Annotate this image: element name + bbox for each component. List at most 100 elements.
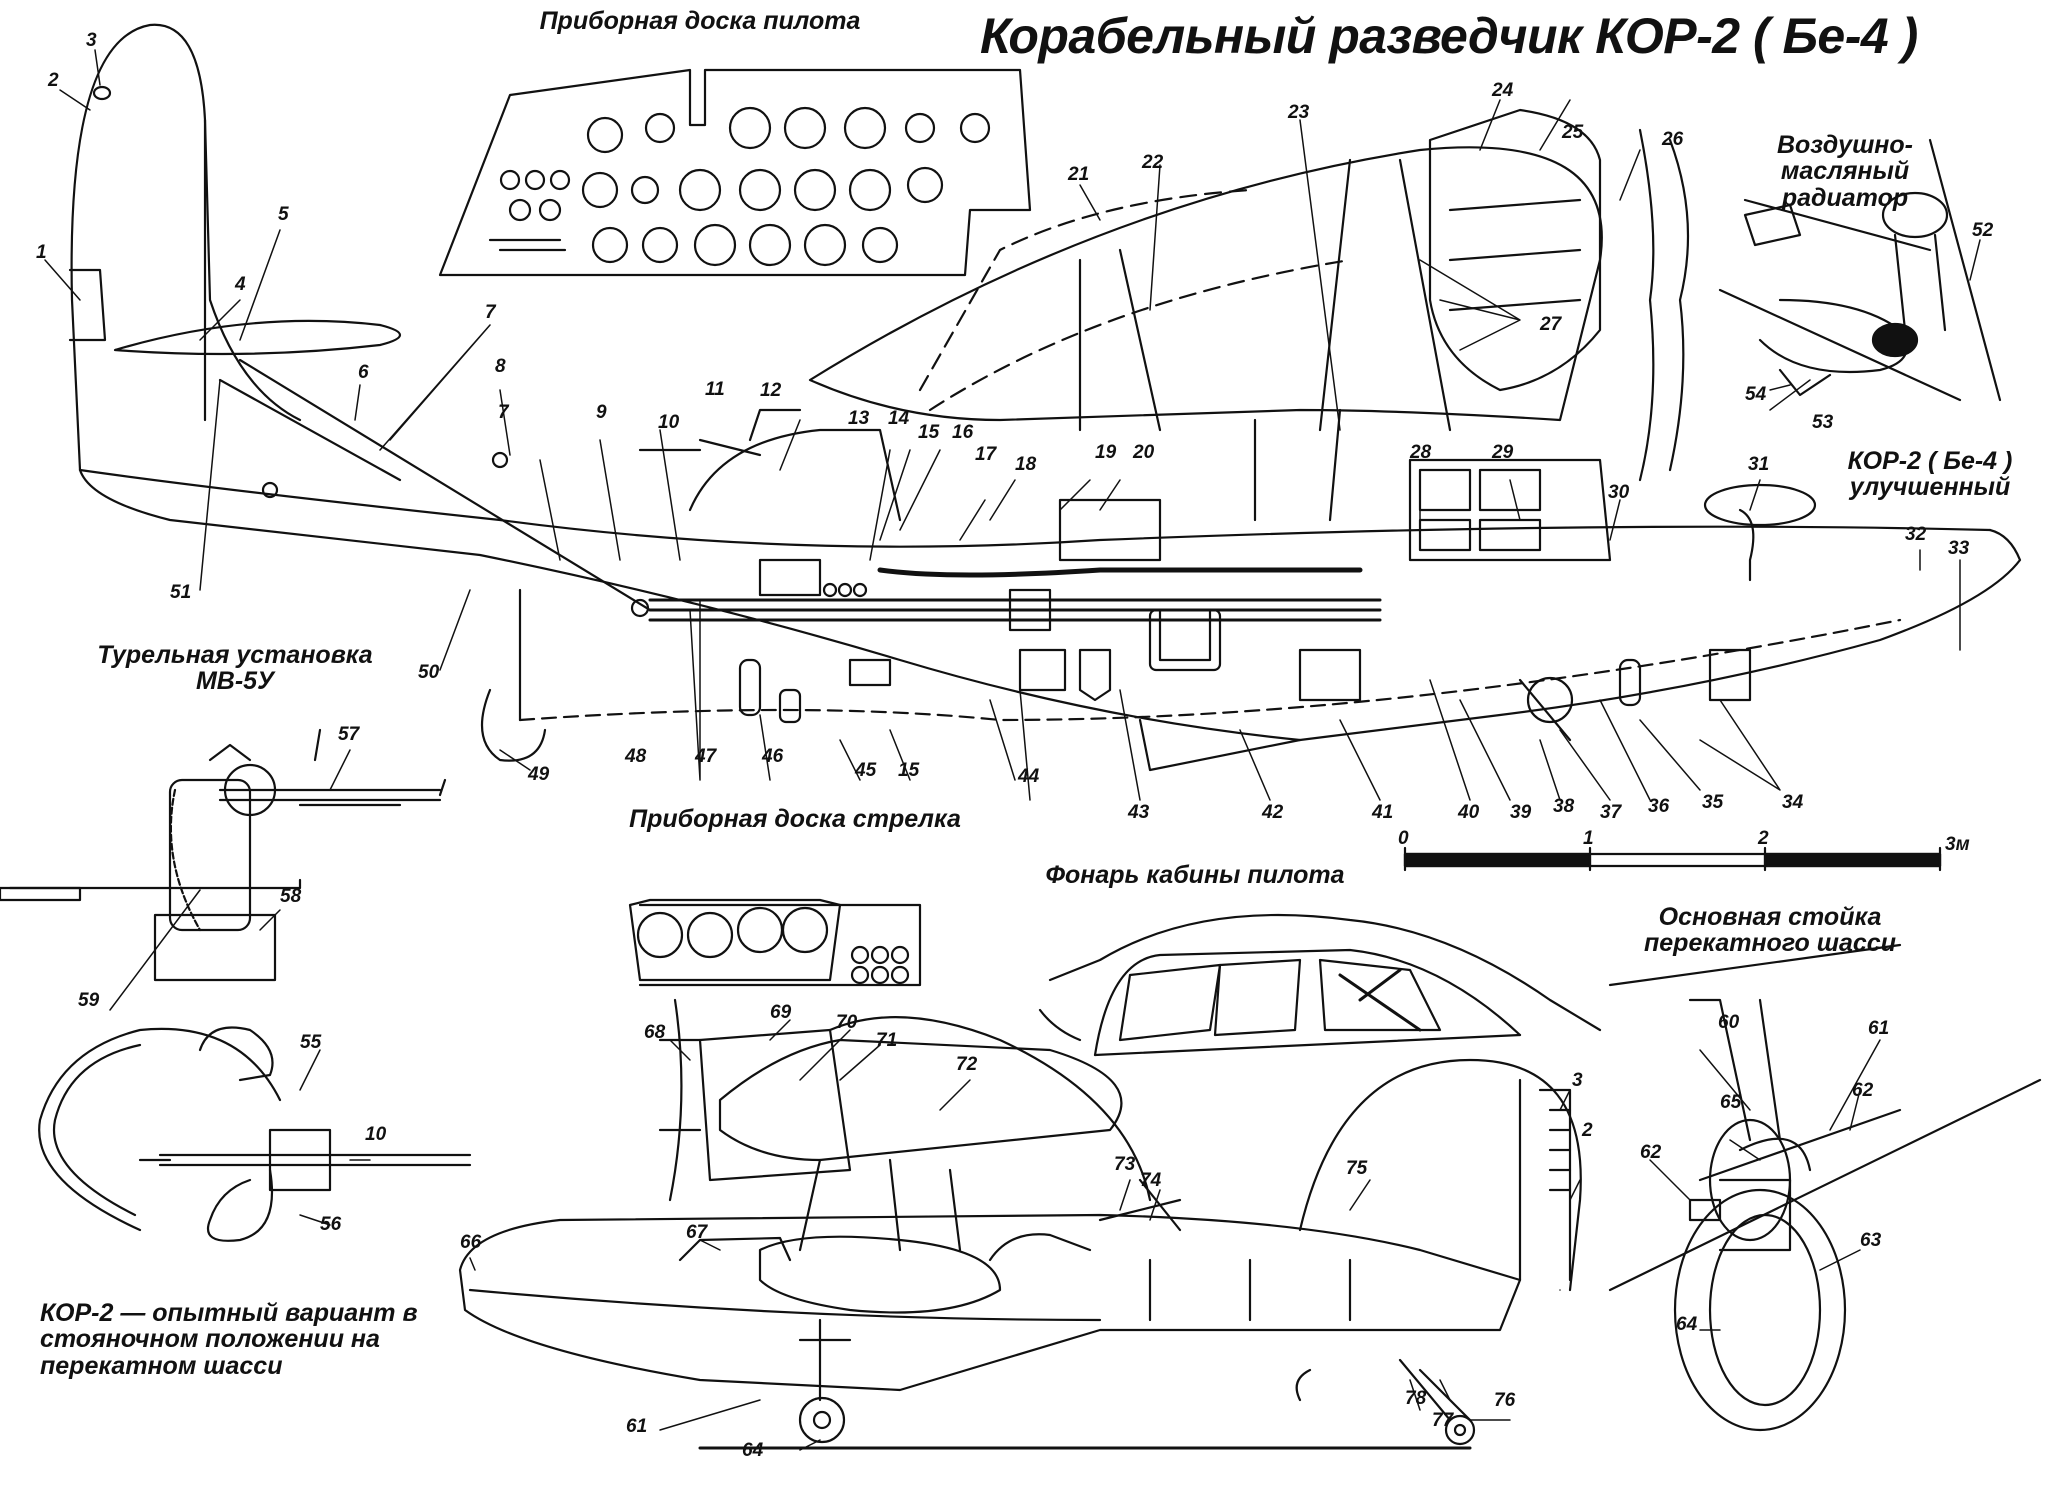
callout-38: 38	[1553, 796, 1575, 817]
callout-53: 53	[1812, 412, 1834, 433]
leader-lines	[44, 49, 1981, 1451]
callout-46: 46	[761, 746, 784, 767]
callout-15: 15	[918, 422, 940, 443]
callout-65: 65	[1720, 1092, 1742, 1113]
callout-2: 2	[47, 70, 59, 91]
callout-37: 37	[1600, 802, 1623, 823]
callout-76: 76	[1494, 1390, 1516, 1411]
callout-60: 60	[1718, 1012, 1740, 1033]
turret-side-view	[0, 728, 447, 982]
callout-54: 54	[1745, 384, 1767, 405]
callout-52: 52	[1972, 220, 1994, 241]
callout-30: 30	[1608, 482, 1630, 503]
callout-51: 51	[170, 582, 191, 603]
callout-43: 43	[1127, 802, 1150, 823]
main-cutaway-profile	[68, 23, 2022, 772]
callout-45: 45	[854, 760, 877, 781]
callout-44: 44	[1017, 766, 1040, 787]
callout-70: 70	[836, 1012, 858, 1033]
callout-39: 39	[1510, 802, 1532, 823]
callout-12: 12	[760, 380, 782, 401]
pilot-panel-caption: Приборная доска пилота	[539, 7, 861, 35]
callout-56: 56	[320, 1214, 342, 1235]
callout-64b: 64	[742, 1440, 764, 1461]
callout-68: 68	[644, 1022, 666, 1043]
callout-69: 69	[770, 1002, 792, 1023]
pilot-canopy-drawing	[1038, 913, 1602, 1057]
callout-50: 50	[418, 662, 440, 683]
callout-7b: 7	[498, 402, 510, 423]
callout-4: 4	[234, 274, 246, 295]
callout-33: 33	[1948, 538, 1970, 559]
callout-14: 14	[888, 408, 910, 429]
prototype-side-view	[458, 998, 1582, 1450]
callout-17: 17	[975, 444, 998, 465]
callout-57: 57	[338, 724, 361, 745]
improved-caption: КОР-2 ( Бе-4 ) улучшенный	[1847, 447, 2013, 502]
pilot-instrument-panel	[438, 68, 1032, 277]
callout-1: 1	[36, 242, 47, 263]
callout-49: 49	[527, 764, 550, 785]
callout-75: 75	[1346, 1158, 1368, 1179]
callout-numbers: 1 2 3 4 5 6 7 7 8 9 10 11 12 13 14 15 16…	[36, 30, 1994, 1461]
callout-2b: 2	[1581, 1120, 1593, 1141]
callout-19: 19	[1095, 442, 1117, 463]
callout-64a: 64	[1676, 1314, 1698, 1335]
callout-16: 16	[952, 422, 974, 443]
callout-10: 10	[658, 412, 680, 433]
callout-10b: 10	[365, 1124, 387, 1145]
scale-tick-3: 3м	[1945, 834, 1970, 855]
callout-42: 42	[1261, 802, 1284, 823]
callout-27: 27	[1539, 314, 1563, 335]
callout-41: 41	[1371, 802, 1393, 823]
gunner-panel-caption: Приборная доска стрелка	[629, 805, 961, 833]
callout-58: 58	[280, 886, 302, 907]
callout-63: 63	[1860, 1230, 1882, 1251]
gunner-instrument-panel	[628, 898, 922, 987]
callout-15b: 15	[898, 760, 920, 781]
callout-78: 78	[1405, 1388, 1427, 1409]
callout-36: 36	[1648, 796, 1670, 817]
callout-6: 6	[358, 362, 369, 383]
callout-24: 24	[1491, 80, 1514, 101]
callout-21: 21	[1067, 164, 1089, 185]
callout-67: 67	[686, 1222, 709, 1243]
gear-strut-drawing	[1608, 943, 2042, 1432]
turret-top-view	[38, 1026, 472, 1242]
turret-caption: Турельная установка МВ-5У	[97, 641, 373, 696]
callout-71: 71	[876, 1030, 897, 1051]
callout-77: 77	[1432, 1410, 1455, 1431]
callout-72: 72	[956, 1054, 978, 1075]
callout-74: 74	[1140, 1170, 1162, 1191]
oil-radiator-inset	[1718, 138, 2002, 402]
callout-25: 25	[1561, 122, 1584, 143]
callout-55: 55	[300, 1032, 322, 1053]
callout-18: 18	[1015, 454, 1037, 475]
callout-7a: 7	[485, 302, 497, 323]
callout-61b: 61	[626, 1416, 647, 1437]
callout-62a: 62	[1852, 1080, 1874, 1101]
callout-9: 9	[596, 402, 607, 423]
scale-tick-2: 2	[1757, 828, 1769, 849]
callout-8: 8	[495, 356, 506, 377]
callout-35: 35	[1702, 792, 1724, 813]
callout-20: 20	[1132, 442, 1155, 463]
scale-bar	[1403, 846, 1942, 872]
callout-3b: 3	[1572, 1070, 1583, 1091]
prototype-caption: КОР-2 — опытный вариант в стояночном пол…	[40, 1299, 418, 1380]
drawing-title: Корабельный разведчик КОР-2 ( Бе-4 )	[980, 8, 1918, 64]
callout-61: 61	[1868, 1018, 1889, 1039]
callout-13: 13	[848, 408, 870, 429]
callout-40: 40	[1457, 802, 1480, 823]
callout-73: 73	[1114, 1154, 1136, 1175]
callout-31: 31	[1748, 454, 1769, 475]
scale-tick-1: 1	[1583, 828, 1594, 849]
scale-labels: 0 1 2 3м	[1398, 828, 1970, 855]
callout-66: 66	[460, 1232, 482, 1253]
callout-47: 47	[694, 746, 718, 767]
callout-48: 48	[624, 746, 647, 767]
callout-32: 32	[1905, 524, 1927, 545]
callout-26: 26	[1661, 129, 1684, 150]
